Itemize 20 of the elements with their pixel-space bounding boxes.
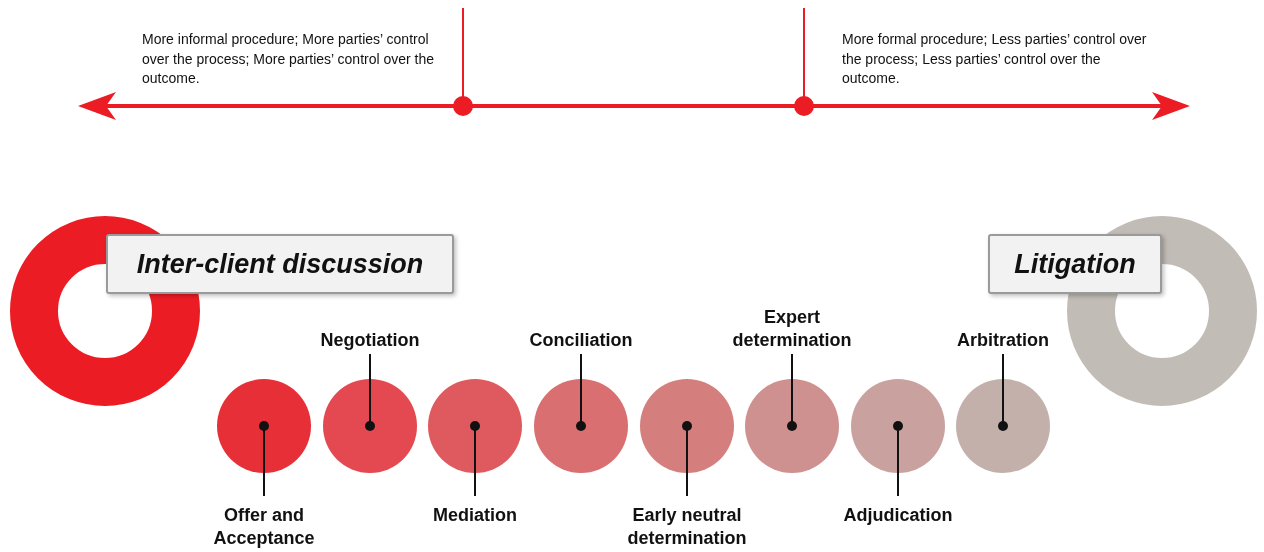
method-label: Mediation xyxy=(432,504,518,527)
method-label: Arbitration xyxy=(956,329,1050,352)
description-text: More formal procedure; Less parties’ control over the process; Less parties’ control over the outcome. xyxy=(842,30,1147,88)
leader-line xyxy=(576,353,586,431)
leader-line xyxy=(365,353,375,431)
method-label: Early neutral determination xyxy=(626,504,748,550)
description-text: More informal procedure; More parties’ control over the process; More parties’ control over the outcome. xyxy=(142,30,436,88)
leader-line xyxy=(259,421,269,497)
method-label: Expert determination xyxy=(731,306,853,352)
method-label: Negotiation xyxy=(319,329,421,352)
method-label: Offer and Acceptance xyxy=(212,504,316,550)
leader-line xyxy=(787,353,797,431)
leader-line xyxy=(998,353,1008,431)
leader-line xyxy=(470,421,480,497)
heading-box: Litigation xyxy=(988,234,1162,294)
method-label: Conciliation xyxy=(528,329,634,352)
leader-line xyxy=(682,421,692,497)
method-label: Adjudication xyxy=(842,504,954,527)
heading-box: Inter-client discussion xyxy=(106,234,454,294)
leader-line xyxy=(893,421,903,497)
